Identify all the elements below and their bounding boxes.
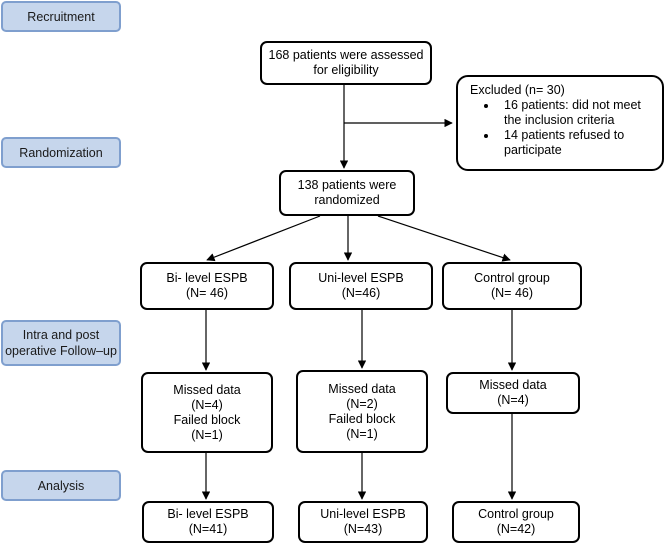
followup-missed: Missed data xyxy=(328,381,396,396)
randomized-line-1: 138 patients were xyxy=(297,178,397,192)
followup-failed: Failed block xyxy=(173,412,241,427)
followup-missed: Missed data xyxy=(173,382,241,397)
excluded-box: Excluded (n= 30) 16 patients: did not me… xyxy=(456,75,664,171)
stage-followup-label-1: Intra and post xyxy=(22,328,100,342)
arrow-randomized-to-bilevel xyxy=(206,215,321,262)
randomized-box: 138 patients were randomized xyxy=(279,170,415,216)
followup-missed-n: (N=4) xyxy=(191,397,223,412)
followup-missed: Missed data xyxy=(479,378,547,392)
excluded-reason-2-line-1: 14 patients refused to xyxy=(504,128,625,142)
group-box-control: Control group (N= 46) xyxy=(442,262,582,310)
analysis-name: Uni-level ESPB xyxy=(320,507,406,521)
stage-followup: Intra and post operative Follow–up xyxy=(1,320,121,366)
group-name: Uni-level ESPB xyxy=(318,271,404,285)
followup-missed-n: (N=2) xyxy=(346,396,378,411)
followup-failed: Failed block xyxy=(328,411,396,426)
analysis-n: (N=41) xyxy=(188,522,228,536)
arrow-randomized-to-control xyxy=(377,215,511,262)
stage-randomization-label: Randomization xyxy=(19,145,103,160)
followup-missed-n: (N=4) xyxy=(497,393,529,407)
group-name: Bi- level ESPB xyxy=(166,271,248,285)
excluded-reason: 16 patients: did not meet the inclusion … xyxy=(498,98,654,128)
group-box-bilevel: Bi- level ESPB (N= 46) xyxy=(140,262,274,310)
analysis-name: Control group xyxy=(478,507,554,521)
followup-failed-n: (N=1) xyxy=(346,426,378,441)
analysis-box-bilevel: Bi- level ESPB (N=41) xyxy=(142,501,274,543)
excluded-reasons: 16 patients: did not meet the inclusion … xyxy=(470,98,654,158)
analysis-n: (N=43) xyxy=(343,522,383,536)
stage-followup-label-2: operative Follow–up xyxy=(5,344,117,358)
randomized-line-2: randomized xyxy=(314,193,380,207)
analysis-box-control: Control group (N=42) xyxy=(452,501,580,543)
group-n: (N=46) xyxy=(341,286,381,300)
followup-failed-n: (N=1) xyxy=(191,427,223,442)
assessed-line-2: for eligibility xyxy=(313,63,379,77)
excluded-title: Excluded (n= 30) xyxy=(470,83,565,97)
group-n: (N= 46) xyxy=(185,286,229,300)
group-box-unilevel: Uni-level ESPB (N=46) xyxy=(289,262,433,310)
stage-randomization: Randomization xyxy=(1,137,121,168)
assessed-box: 168 patients were assessed for eligibili… xyxy=(260,41,432,85)
followup-box-unilevel: Missed data (N=2) Failed block (N=1) xyxy=(296,370,428,453)
stage-analysis: Analysis xyxy=(1,470,121,501)
analysis-box-unilevel: Uni-level ESPB (N=43) xyxy=(298,501,428,543)
excluded-reason-1-line-1: 16 patients: did not meet xyxy=(504,98,641,112)
group-n: (N= 46) xyxy=(490,286,534,300)
group-name: Control group xyxy=(474,271,550,285)
excluded-reason: 14 patients refused to participate xyxy=(498,128,654,158)
stage-recruitment: Recruitment xyxy=(1,1,121,32)
stage-recruitment-label: Recruitment xyxy=(27,9,95,24)
analysis-n: (N=42) xyxy=(496,522,536,536)
excluded-reason-2-line-2: participate xyxy=(504,143,562,157)
excluded-reason-1-line-2: the inclusion criteria xyxy=(504,113,615,127)
assessed-line-1: 168 patients were assessed xyxy=(268,48,424,62)
followup-box-control: Missed data (N=4) xyxy=(446,372,580,414)
stage-analysis-label: Analysis xyxy=(37,478,85,493)
followup-box-bilevel: Missed data (N=4) Failed block (N=1) xyxy=(141,372,273,453)
analysis-name: Bi- level ESPB xyxy=(167,507,249,521)
